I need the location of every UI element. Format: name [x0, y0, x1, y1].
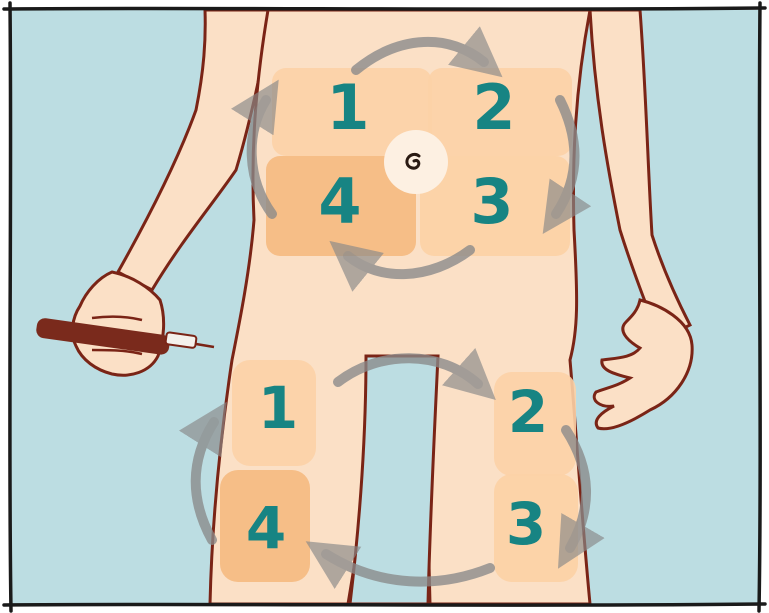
- thigh-zone-label: 2: [508, 378, 548, 446]
- abdomen-zone-label: 4: [318, 165, 361, 238]
- abdomen-zone-label: 3: [470, 165, 513, 238]
- thigh-zone-label: 1: [258, 374, 298, 442]
- thigh-zone-label: 3: [506, 490, 546, 558]
- abdomen-zone-label: 2: [472, 71, 515, 144]
- abdomen-zone-label: 1: [326, 71, 369, 144]
- thigh-zone-label: 4: [246, 494, 286, 562]
- navel-circle: [384, 130, 448, 194]
